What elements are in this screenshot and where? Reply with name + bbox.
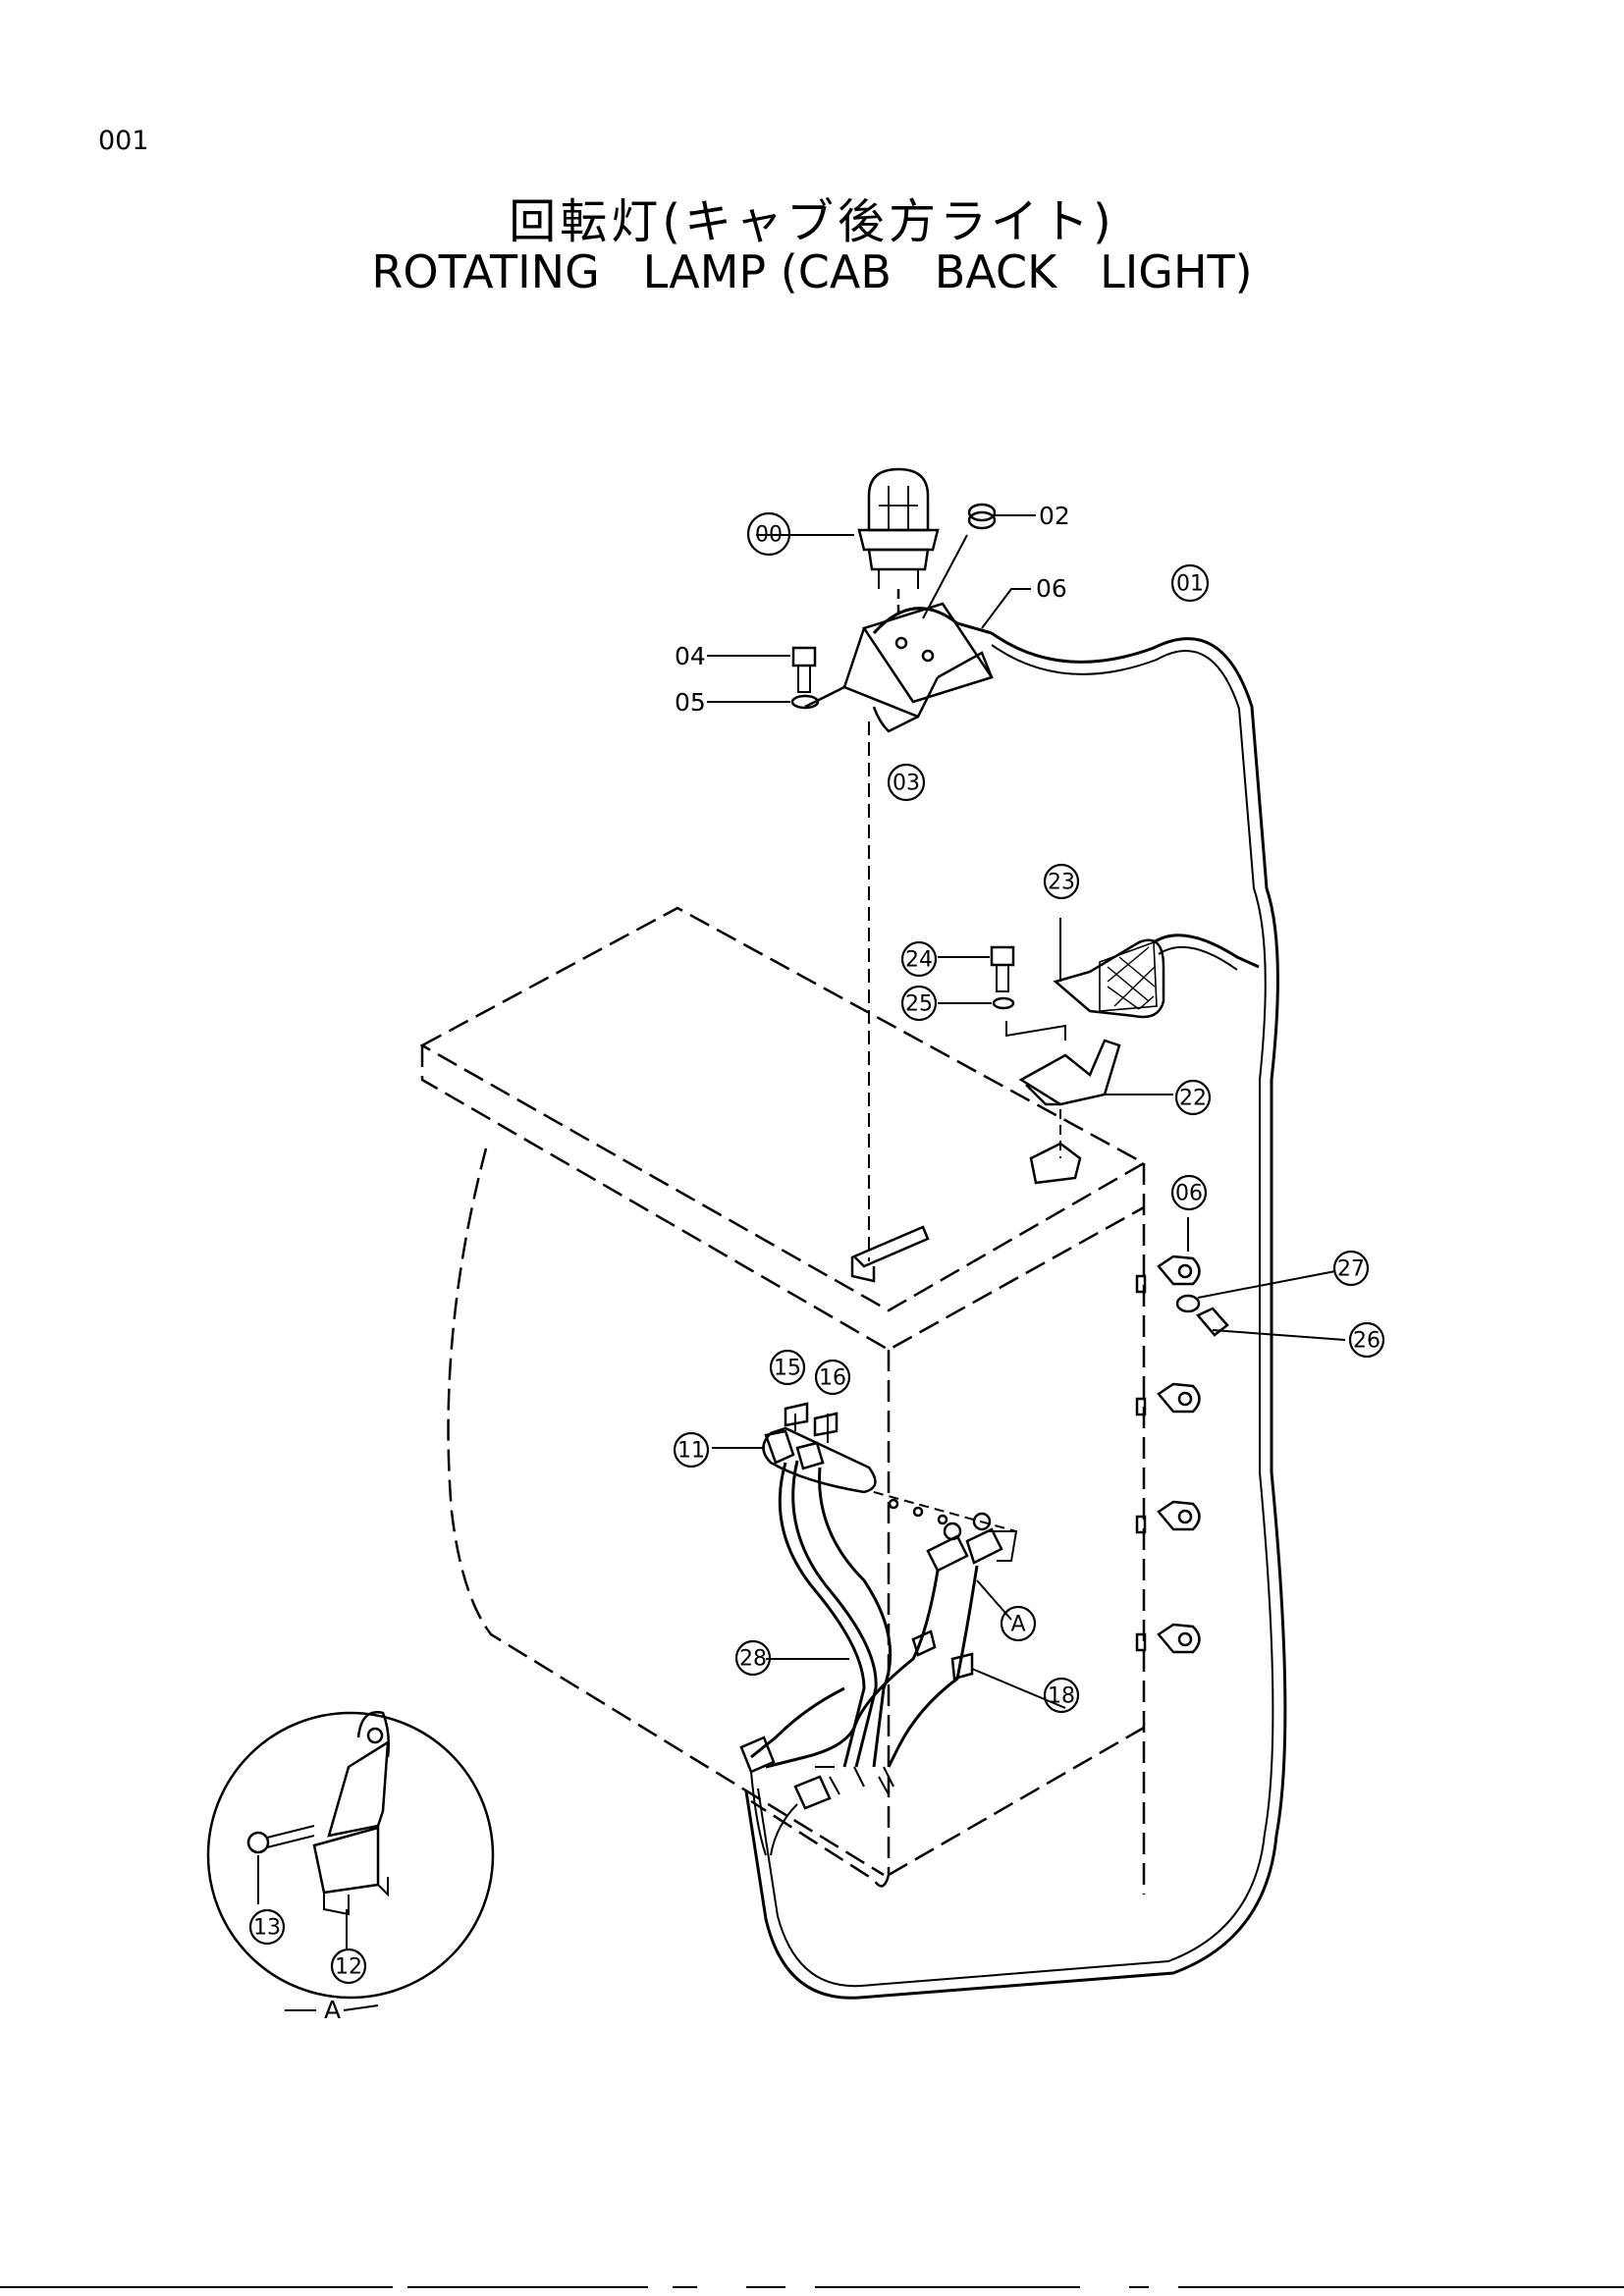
- bracket-22: [1018, 1039, 1173, 1185]
- callouts: [248, 511, 1385, 1985]
- title-english: ROTATING LAMP (CAB BACK LIGHT): [371, 245, 1253, 298]
- clamp-06-side: [1135, 1217, 1201, 1294]
- callout-00: 00: [755, 523, 783, 548]
- clamp-side-3: [1135, 1500, 1201, 1534]
- bracket-03: [804, 602, 994, 1261]
- callout-04: 04: [675, 642, 706, 670]
- callout-27: 27: [1337, 1257, 1365, 1282]
- washer-05: [707, 694, 820, 710]
- washer-27: [1175, 1270, 1336, 1313]
- rotating-lamp-00: [756, 467, 940, 618]
- callout-23: 23: [1048, 871, 1075, 895]
- callout-11: 11: [677, 1439, 705, 1464]
- callout-26: 26: [1353, 1329, 1380, 1354]
- callout-06-side: 06: [1175, 1182, 1203, 1206]
- grommet-02: [922, 503, 1036, 619]
- callout-22: 22: [1179, 1087, 1207, 1111]
- detail-a: [206, 1711, 495, 2000]
- title-japanese: 回転灯(キャブ後方ライト): [509, 194, 1115, 249]
- harness-connectors: [739, 1658, 849, 1856]
- callout-05: 05: [675, 688, 706, 717]
- callout-18: 18: [1048, 1684, 1075, 1709]
- callout-12: 12: [335, 1955, 362, 1980]
- callout-a: A: [1010, 1613, 1025, 1637]
- cab-outline: [419, 906, 1147, 1895]
- roof-block: [850, 1256, 876, 1283]
- clamp-side-4: [1135, 1623, 1201, 1654]
- callout-06-top: 06: [1036, 574, 1067, 603]
- roof-bracket: [851, 1225, 930, 1268]
- relay-connectors-18: [911, 1512, 1066, 1709]
- washer-25: [938, 996, 1066, 1041]
- wire-harness-28: [750, 1460, 979, 1795]
- callout-13: 13: [253, 1916, 281, 1941]
- callout-labels: 00 01 03 23 24 25 22 06 27 26 15 16 11 A…: [253, 502, 1380, 2024]
- callout-01: 01: [1176, 572, 1204, 597]
- page-number: 001: [98, 126, 149, 156]
- harness-01: [744, 631, 1287, 2000]
- callout-28: 28: [739, 1647, 767, 1672]
- bolt-24: [938, 945, 1015, 992]
- callout-15: 15: [774, 1357, 801, 1381]
- callout-16: 16: [819, 1366, 846, 1391]
- clamp-side-2: [1135, 1382, 1201, 1416]
- rear-light-23: [1053, 918, 1165, 1019]
- bolt-04: [707, 646, 817, 693]
- callout-24: 24: [905, 948, 933, 973]
- callout-03: 03: [893, 772, 920, 796]
- detail-a-label: A: [324, 1996, 341, 2024]
- bolt-26: [1195, 1307, 1346, 1341]
- leader-06a: [981, 588, 1031, 629]
- switch-panel-11: [712, 1402, 1017, 1532]
- detail-a-label-rule: [285, 2004, 379, 2011]
- callout-02: 02: [1039, 502, 1070, 530]
- callout-25: 25: [905, 992, 933, 1017]
